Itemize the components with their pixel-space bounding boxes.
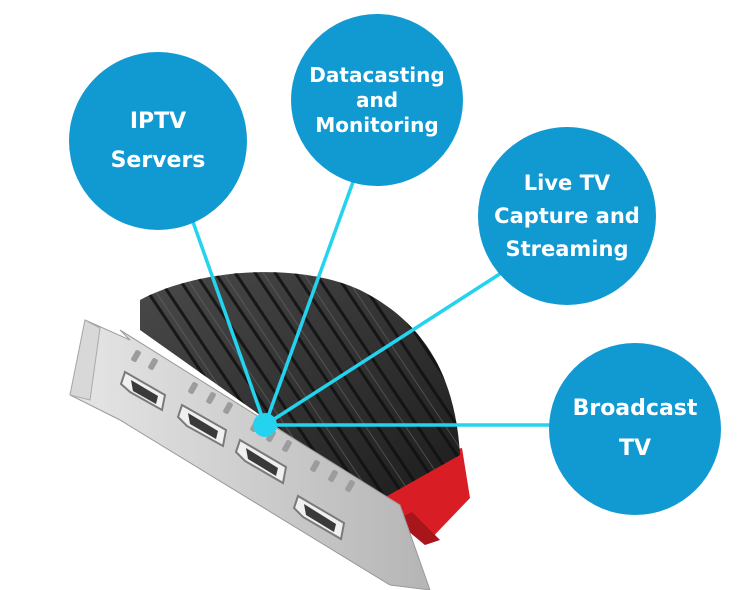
connector-line-live-tv bbox=[263, 266, 511, 427]
bubble-datacasting: Datacasting and Monitoring bbox=[291, 14, 463, 186]
pci-bracket bbox=[69, 319, 431, 590]
bubble-iptv-servers: IPTV Servers bbox=[69, 52, 247, 230]
connector-line-datacasting bbox=[263, 180, 355, 427]
hdmi-port-2 bbox=[176, 403, 228, 448]
connector-hub-dot bbox=[253, 413, 277, 437]
bubble-broadcast-label: Broadcast TV bbox=[572, 396, 698, 461]
hdmi-port-1 bbox=[119, 370, 167, 412]
connector-line-iptv bbox=[185, 203, 267, 427]
hdmi-port-4 bbox=[292, 494, 346, 541]
pcb-edge bbox=[395, 512, 440, 545]
bubble-live-tv: Live TV Capture and Streaming bbox=[478, 127, 656, 305]
bubble-iptv-label: IPTV Servers bbox=[110, 109, 206, 173]
hdmi-port-3 bbox=[234, 438, 288, 485]
bubble-live-tv-label: Live TV Capture and Streaming bbox=[494, 170, 640, 261]
bubble-broadcast-tv: Broadcast TV bbox=[549, 343, 721, 515]
bubble-datacasting-label: Datacasting and Monitoring bbox=[309, 62, 445, 137]
